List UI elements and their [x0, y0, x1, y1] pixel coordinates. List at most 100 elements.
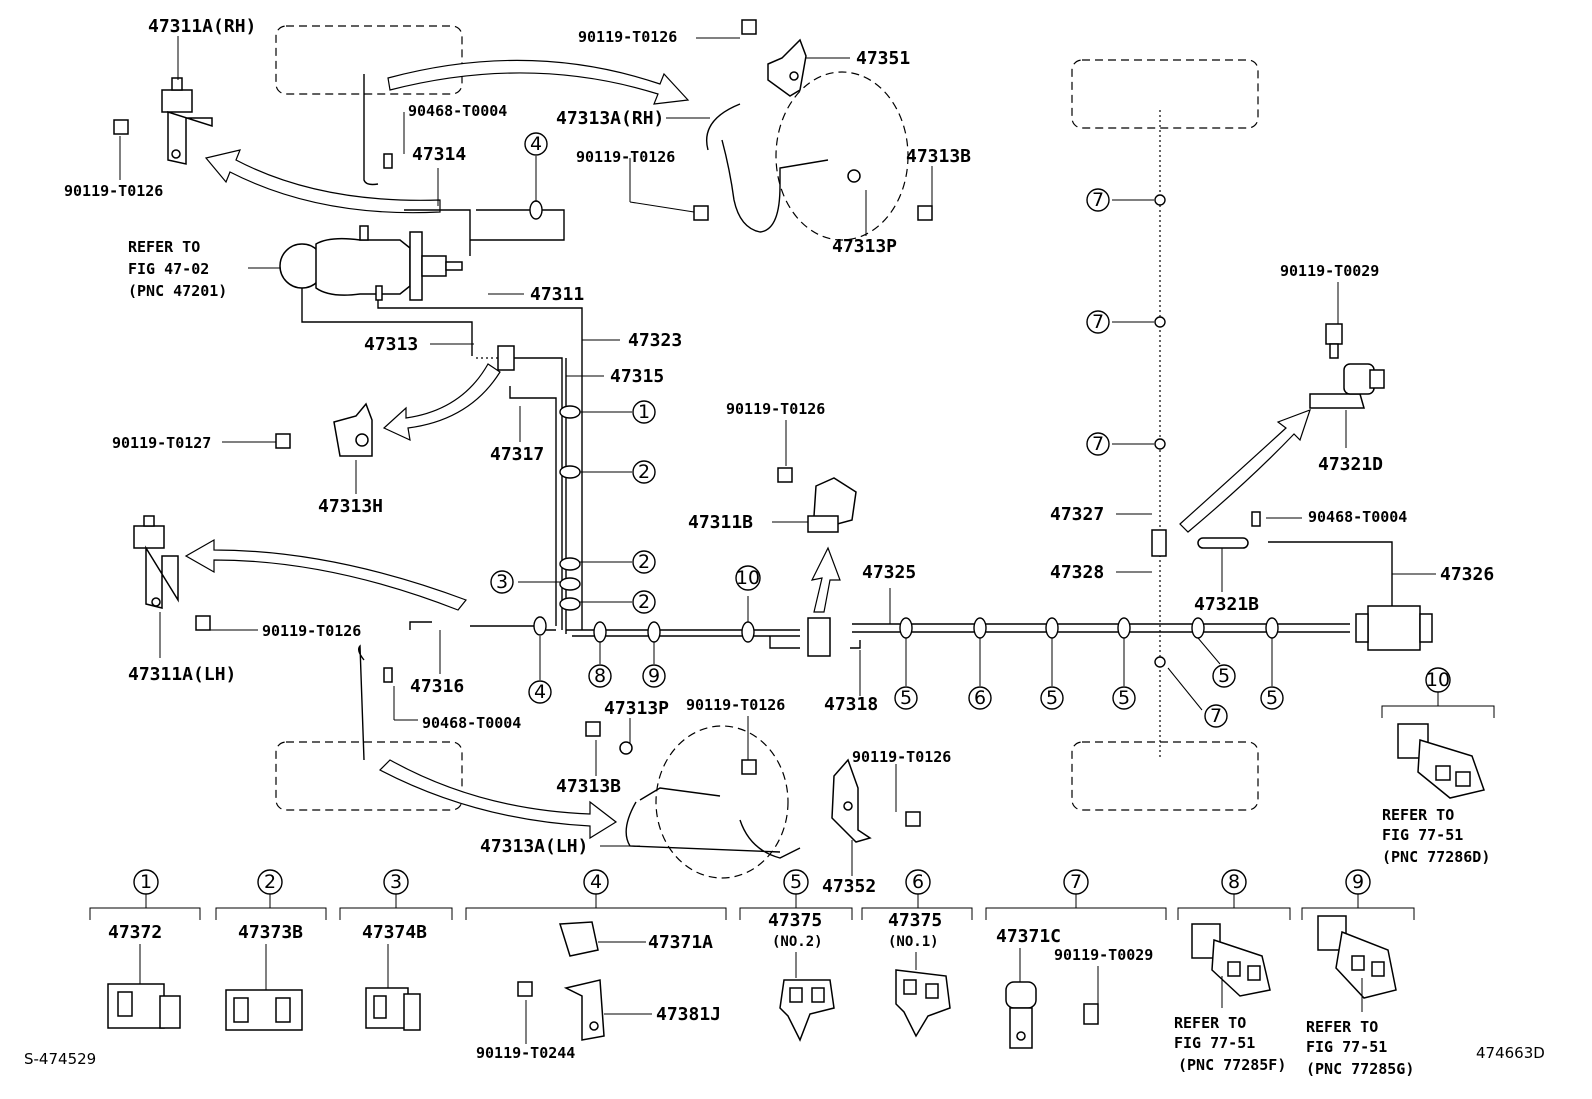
svg-text:10: 10	[736, 567, 760, 589]
svg-text:3: 3	[390, 871, 402, 893]
arrow-to-47313h	[382, 363, 501, 442]
svg-text:47371C: 47371C	[996, 926, 1061, 947]
callout: 7	[1086, 310, 1110, 334]
svg-text:4: 4	[534, 681, 546, 703]
reference-frame-bottom-left	[275, 741, 463, 811]
callout: 8	[588, 664, 612, 688]
svg-text:1: 1	[638, 401, 650, 423]
svg-text:9: 9	[648, 665, 660, 687]
part-label: 47321B	[1194, 594, 1259, 615]
part-label: 90468-T0004	[1308, 508, 1407, 526]
pipe-47311	[301, 288, 473, 356]
part-label: 90119-T0127	[112, 434, 211, 452]
svg-text:10: 10	[1426, 669, 1450, 691]
part-label: 90119-T0126	[726, 400, 825, 418]
svg-text:47381J: 47381J	[656, 1004, 721, 1025]
svg-text:90119-T0029: 90119-T0029	[1054, 946, 1153, 964]
master-cylinder	[279, 225, 463, 301]
reference-frame-top-right	[1071, 59, 1259, 129]
legend-item-6: 6 47375 (NO.1)	[888, 869, 951, 1038]
svg-text:47375: 47375	[768, 910, 822, 931]
part-labels: 47311A(RH) 90119-T0126 47351 47313A(RH) …	[64, 16, 1494, 897]
svg-text:7: 7	[1092, 433, 1104, 455]
pipe-47325	[566, 623, 1350, 631]
callout: 9	[642, 664, 666, 688]
pipe-47318	[769, 636, 861, 649]
pipe-hose-bottom	[357, 644, 365, 761]
part-label: 47317	[490, 444, 544, 465]
callout: 4	[528, 680, 552, 704]
svg-text:4: 4	[530, 133, 542, 155]
part-label: 90119-T0126	[64, 182, 163, 200]
part-label: 47311A(LH)	[128, 664, 236, 685]
part-label: 47328	[1050, 562, 1104, 583]
part-label: FIG 47-02	[128, 260, 209, 278]
part-label: 47313B	[556, 776, 621, 797]
bracket-47311a-rh	[161, 77, 213, 165]
callout: 5	[1112, 686, 1136, 710]
part-label: 47326	[1440, 564, 1494, 585]
part-label: 90119-T0126	[262, 622, 361, 640]
legend-item-3: 3 47374B	[362, 869, 427, 1031]
reference-frame-bottom-right	[1071, 741, 1259, 811]
callout: 5	[894, 686, 918, 710]
svg-text:5: 5	[1118, 687, 1130, 709]
part-label: 90119-T0126	[852, 748, 951, 766]
svg-text:(NO.2): (NO.2)	[772, 934, 823, 950]
part-label: 47314	[412, 144, 466, 165]
svg-text:2: 2	[638, 461, 650, 483]
rear-brake-unit	[1355, 605, 1433, 651]
callout: 5	[1212, 664, 1236, 688]
part-label: 47313H	[318, 496, 383, 517]
hose-detail-outline-lh	[655, 725, 789, 879]
svg-text:(PNC 77285G): (PNC 77285G)	[1306, 1060, 1414, 1078]
bracket-47351	[767, 38, 807, 97]
svg-text:FIG 77-51: FIG 77-51	[1174, 1034, 1255, 1052]
svg-text:47372: 47372	[108, 922, 162, 943]
svg-text:7: 7	[1070, 871, 1082, 893]
callout: 3	[490, 570, 514, 594]
part-label: 47311	[530, 284, 584, 305]
callout: 1	[632, 400, 656, 424]
hose-47313a-lh	[625, 787, 801, 859]
pipe-47325-b	[572, 631, 1350, 637]
pipe-47317	[509, 386, 557, 626]
svg-text:2: 2	[264, 871, 276, 893]
callout: 10	[735, 565, 761, 591]
arrow-to-47321d	[1179, 408, 1311, 533]
svg-text:(PNC 77285F): (PNC 77285F)	[1178, 1056, 1286, 1074]
part-label: FIG 77-51	[1382, 826, 1463, 844]
pipe-47315	[514, 357, 563, 630]
part-label: (PNC 47201)	[128, 282, 227, 300]
callout-group: 4 1 2 2 3 2 4 8 9 10 5 6 5 5 5 5 7 7 7 7…	[490, 132, 1451, 728]
svg-text:8: 8	[1228, 871, 1240, 893]
callout: 7	[1204, 704, 1228, 728]
legend-item-7: 7 47371C 90119-T0029	[996, 869, 1153, 1049]
part-label: 47313B	[906, 146, 971, 167]
part-label: 90468-T0004	[408, 102, 507, 120]
svg-text:90119-T0244: 90119-T0244	[476, 1044, 575, 1062]
reference-frame-top-left	[275, 25, 463, 95]
part-label: 47327	[1050, 504, 1104, 525]
svg-text:1: 1	[140, 871, 152, 893]
clip-90468-rear	[1251, 511, 1261, 527]
clamp-10-detail	[1381, 705, 1495, 799]
part-label: 47313A(RH)	[556, 108, 664, 129]
figure-id-right: 474663D	[1476, 1044, 1545, 1062]
joint-47313h	[333, 402, 373, 457]
leader-lines	[119, 36, 1439, 876]
svg-text:3: 3	[496, 571, 508, 593]
part-label: 47313A(LH)	[480, 836, 588, 857]
legend-item-9: 9 REFER TO FIG 77-51 (PNC 77285G)	[1306, 869, 1414, 1078]
svg-text:7: 7	[1092, 311, 1104, 333]
part-label: 47323	[628, 330, 682, 351]
svg-text:5: 5	[900, 687, 912, 709]
callout: 7	[1086, 432, 1110, 456]
pipe-hose-top	[363, 74, 379, 186]
callout: 2	[632, 460, 656, 484]
svg-text:6: 6	[912, 871, 924, 893]
part-label: 47321D	[1318, 454, 1383, 475]
part-label: REFER TO	[128, 238, 200, 256]
part-label: 47313P	[604, 698, 669, 719]
callout: 7	[1086, 188, 1110, 212]
